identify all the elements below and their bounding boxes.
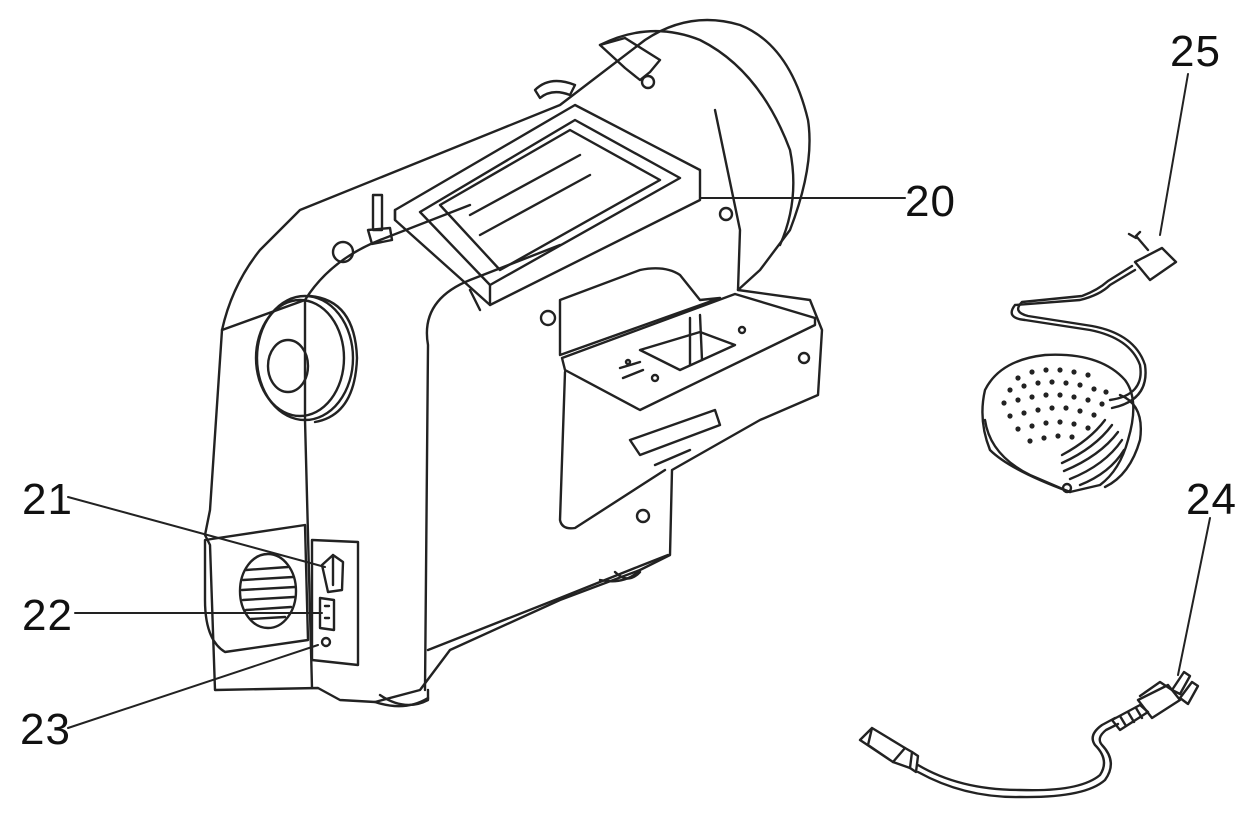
pedal-plug [1129,232,1176,280]
leader-21 [68,497,325,567]
callout-21: 21 [22,475,73,524]
base-foot-left [380,690,428,705]
leader-25 [1160,74,1188,235]
sewing-machine [205,20,822,706]
power-cord [860,672,1198,797]
pedal-cable [1012,270,1141,400]
callout-20: 20 [905,177,956,226]
needle-area [560,268,815,528]
leader-lines [68,74,1210,728]
body-screw-4 [637,510,649,522]
callout-23: 23 [20,705,71,754]
top-screw [642,76,654,88]
pedal-grip-ribs [1062,420,1124,485]
fuse-hole [322,638,330,646]
end-cap [600,31,793,290]
rear-panel [205,525,358,665]
callout-24: 24 [1186,475,1237,524]
spool-pin [368,195,392,244]
callout-22: 22 [22,591,73,640]
power-socket [320,598,334,630]
carrying-handle [395,105,700,310]
foot-control-pedal [982,232,1176,492]
handwheel [256,296,357,422]
pedal-dots [1001,367,1109,444]
top-cover-tab [600,38,660,80]
bobbin-winder-knob [333,242,353,262]
body-screw-3 [799,353,809,363]
leader-24 [1178,518,1210,675]
body-screw-2 [720,208,732,220]
leader-23 [68,645,318,728]
lower-base [375,555,668,706]
switch-plate [312,540,358,665]
top-knob [535,81,575,98]
base-foot-right [615,572,640,579]
ventilation-grille [240,554,296,628]
power-switch [322,555,343,592]
body-screw-1 [541,311,555,325]
callout-25: 25 [1170,27,1221,76]
machine-body-outline [205,20,822,702]
